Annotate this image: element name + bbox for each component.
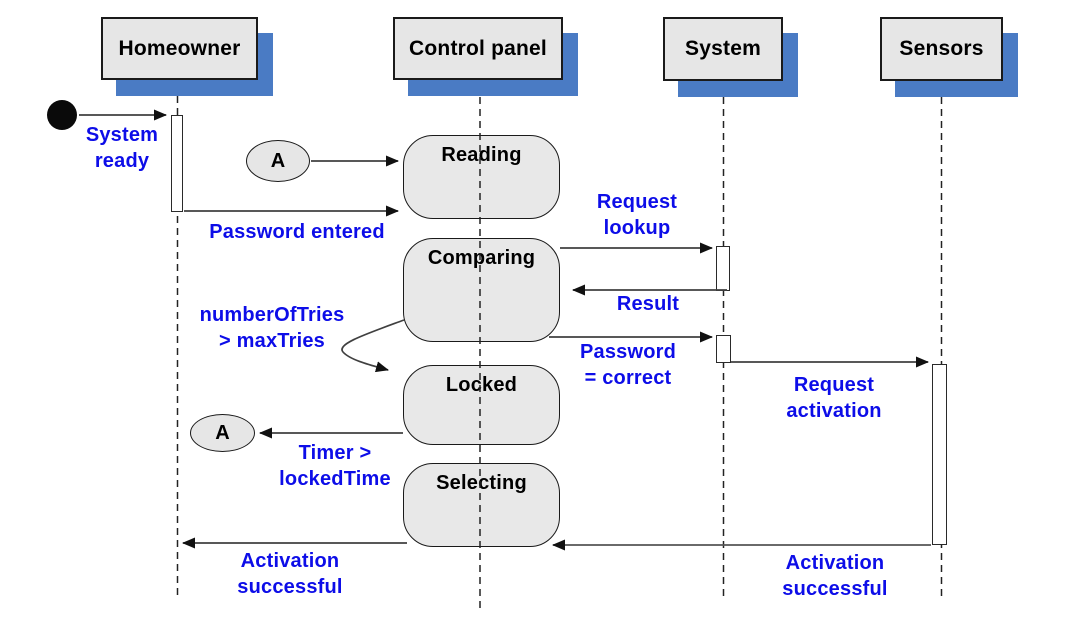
message-password-correct: Password = correct [579,341,677,389]
state-reading: Reading [403,135,560,219]
lifeline-header-sensors-label: Sensors [899,37,984,60]
lifeline-header-homeowner-label: Homeowner [118,36,241,60]
lifeline-header-system-label: System [685,37,761,60]
connector-a-top-label: A [270,149,286,172]
state-selecting-label: Selecting [436,472,527,494]
activation-bar-sensors [932,364,947,545]
message-system-ready: System ready [85,124,159,172]
state-comparing-label: Comparing [427,247,536,269]
lifeline-header-homeowner: Homeowner [101,17,258,80]
state-selecting: Selecting [403,463,560,547]
initial-state-icon [47,100,77,130]
lifeline-header-system: System [663,17,783,81]
connector-a-bottom: A [190,414,255,452]
message-result: Result [616,293,680,315]
message-password-entered: Password entered [209,221,385,243]
message-request-lookup: Request lookup [596,191,678,239]
activation-bar-system-1 [716,246,730,291]
activation-bar-system-2 [716,335,731,363]
message-request-activation: Request activation [786,374,882,422]
state-locked-label: Locked [445,374,518,396]
lifeline-header-sensors: Sensors [880,17,1003,81]
state-reading-label: Reading [441,144,522,166]
connector-a-bottom-label: A [215,421,230,444]
state-locked: Locked [403,365,560,445]
message-timer-locked-time: Timer > lockedTime [279,442,391,490]
connector-a-top: A [246,140,310,182]
lifeline-header-control-panel: Control panel [393,17,563,80]
message-number-of-tries: numberOfTries > maxTries [199,304,345,352]
message-activation-successful-left: Activation successful [237,550,343,598]
state-comparing: Comparing [403,238,560,342]
lifeline-header-control-panel-label: Control panel [409,36,547,60]
message-activation-successful-right: Activation successful [782,552,888,600]
